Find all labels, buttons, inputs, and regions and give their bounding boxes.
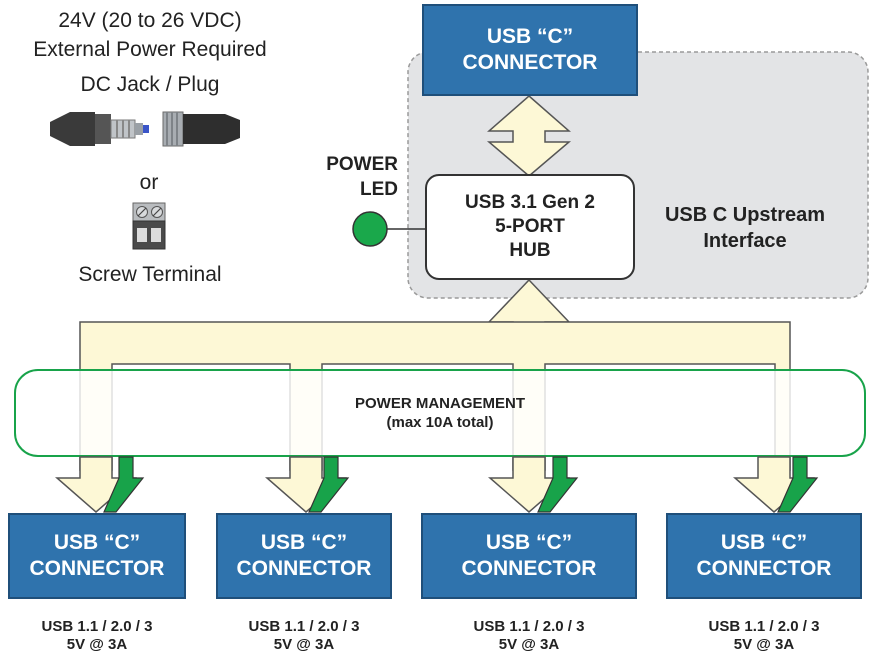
or-label: or <box>139 171 159 194</box>
power-led-line1: POWER <box>326 154 398 175</box>
port-connector-line2: CONNECTOR <box>461 557 597 580</box>
port-spec-protocol: USB 1.1 / 2.0 / 3 <box>248 618 360 635</box>
upstream-interface-label: USB C Upstream Interface <box>640 202 850 254</box>
dc-jack-plug-icon <box>50 111 240 147</box>
port-connector-line2: CONNECTOR <box>696 557 832 580</box>
screw-terminal-icon <box>132 202 166 250</box>
port-connector-line1: USB “C” <box>53 531 141 554</box>
port-spec-3: USB 1.1 / 2.0 / 3 5V @ 3A <box>434 618 624 654</box>
usb-hub-block: USB 3.1 Gen 2 5-PORT HUB <box>425 174 635 280</box>
port-arrow-2 <box>264 456 350 513</box>
upstream-interface-line2: Interface <box>703 230 787 252</box>
power-input-requirement: External Power Required <box>33 38 267 61</box>
dc-jack-label: DC Jack / Plug <box>80 73 220 96</box>
port-connector-line2: CONNECTOR <box>236 557 372 580</box>
screw-terminal-label: Screw Terminal <box>78 263 222 286</box>
port-connector-line2: CONNECTOR <box>29 557 165 580</box>
downstream-usb-c-connector-1: USB “C” CONNECTOR <box>8 513 186 599</box>
port-arrow-1 <box>54 456 145 513</box>
power-led-line2: LED <box>360 179 398 200</box>
hub-line3: HUB <box>509 240 551 261</box>
port-connector-line1: USB “C” <box>485 531 573 554</box>
port-arrow-4 <box>732 456 819 513</box>
port-spec-power: 5V @ 3A <box>273 636 335 653</box>
hub-line2: 5-PORT <box>495 216 565 237</box>
downstream-usb-c-connector-2: USB “C” CONNECTOR <box>216 513 392 599</box>
port-spec-4: USB 1.1 / 2.0 / 3 5V @ 3A <box>669 618 859 654</box>
power-led-icon <box>352 211 388 247</box>
downstream-usb-c-connector-3: USB “C” CONNECTOR <box>421 513 637 599</box>
power-management-block: POWER MANAGEMENT (max 10A total) <box>14 369 866 457</box>
upstream-interface-line1: USB C Upstream <box>664 204 826 226</box>
port-connector-line1: USB “C” <box>260 531 348 554</box>
downstream-usb-c-connector-4: USB “C” CONNECTOR <box>666 513 862 599</box>
port-spec-protocol: USB 1.1 / 2.0 / 3 <box>41 618 153 635</box>
power-input-voltage: 24V (20 to 26 VDC) <box>58 9 242 32</box>
power-management-title: POWER MANAGEMENT <box>355 395 525 412</box>
port-spec-power: 5V @ 3A <box>66 636 128 653</box>
hub-line1: USB 3.1 Gen 2 <box>465 192 595 213</box>
port-arrow-3 <box>487 456 579 513</box>
port-connector-line1: USB “C” <box>720 531 808 554</box>
port-spec-protocol: USB 1.1 / 2.0 / 3 <box>473 618 585 635</box>
port-spec-power: 5V @ 3A <box>733 636 795 653</box>
power-management-limit: (max 10A total) <box>386 414 494 431</box>
upstream-usb-c-connector: USB “C” CONNECTOR <box>422 4 638 96</box>
power-led-label: POWER LED <box>298 152 398 202</box>
port-spec-protocol: USB 1.1 / 2.0 / 3 <box>708 618 820 635</box>
upstream-connector-line1: USB “C” <box>486 25 574 48</box>
port-spec-2: USB 1.1 / 2.0 / 3 5V @ 3A <box>209 618 399 654</box>
port-spec-1: USB 1.1 / 2.0 / 3 5V @ 3A <box>2 618 192 654</box>
port-spec-power: 5V @ 3A <box>498 636 560 653</box>
upstream-connector-line2: CONNECTOR <box>462 51 598 74</box>
